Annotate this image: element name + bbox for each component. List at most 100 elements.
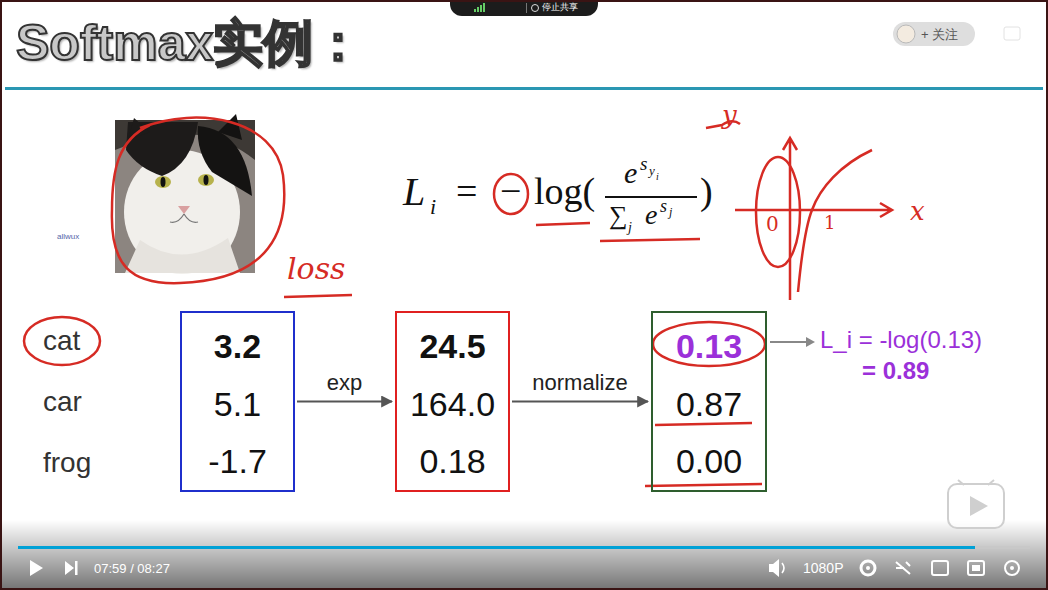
score-box: 3.25.1-1.7 xyxy=(180,311,295,492)
player-controls xyxy=(769,559,779,577)
share-bar xyxy=(450,0,598,16)
slide-title: Softmax实例： xyxy=(16,18,363,68)
player-controls xyxy=(861,561,875,575)
title-rule xyxy=(5,87,1043,90)
formula-subscript: i xyxy=(656,172,659,182)
share-bar xyxy=(483,3,485,12)
follow-button xyxy=(1004,27,1020,40)
follow-button xyxy=(893,22,1020,46)
exp-box: 24.5164.00.18 xyxy=(395,311,510,492)
player-controls xyxy=(968,561,984,575)
tv-logo xyxy=(970,496,988,516)
hand-annotation xyxy=(284,295,352,297)
loss-result: L_i = -log(0.13) xyxy=(820,328,982,352)
cat-photo xyxy=(115,120,255,273)
share-bar xyxy=(532,5,539,12)
cat-photo xyxy=(125,238,240,273)
player-controls xyxy=(896,562,910,574)
share-bar xyxy=(450,0,598,16)
axis-tick: 1 xyxy=(824,214,835,232)
formula-subscript: j xyxy=(628,221,632,235)
fraction-bar xyxy=(605,196,697,198)
hand-annotation xyxy=(756,157,800,267)
hand-annotation xyxy=(645,484,762,486)
axis-label: x xyxy=(910,198,925,224)
title-rule xyxy=(5,87,1043,90)
axis-label: y xyxy=(722,102,737,128)
hand-annotation xyxy=(536,223,590,225)
formula-subscript: i xyxy=(430,196,436,218)
formula-symbol: e xyxy=(645,201,657,229)
formula-superscript: s xyxy=(660,197,667,215)
share-bar xyxy=(474,9,476,12)
share-button-text: 停止共享 xyxy=(542,3,578,12)
hand-annotation xyxy=(24,118,892,486)
handwritten-note: loss xyxy=(287,254,345,284)
flow-arrow xyxy=(512,401,648,403)
tv-logo xyxy=(948,484,1004,528)
cat-photo xyxy=(161,177,166,187)
hand-annotation xyxy=(653,322,765,366)
formula-subscript: y xyxy=(649,164,655,177)
score-value: 0.87 xyxy=(676,384,742,425)
formula-symbol: e xyxy=(624,158,637,188)
player-controls xyxy=(0,520,1048,590)
score-value: 0.18 xyxy=(419,441,485,482)
score-value: 164.0 xyxy=(410,384,495,425)
player-controls xyxy=(18,546,975,549)
player-controls xyxy=(65,561,74,575)
score-value: 5.1 xyxy=(214,384,261,425)
formula-symbol: = xyxy=(456,172,477,210)
follow-button xyxy=(893,22,975,46)
probability-box: 0.13 0.87 0.00 xyxy=(651,311,767,492)
quality-button: 1080P xyxy=(803,561,843,575)
player-controls xyxy=(782,563,784,573)
fraction-bar xyxy=(605,197,697,198)
player-controls xyxy=(0,520,1048,590)
share-bar xyxy=(526,3,527,13)
class-name: frog xyxy=(43,449,91,477)
tv-logo xyxy=(948,480,1004,528)
cat-photo xyxy=(198,126,252,196)
follow-button xyxy=(897,25,915,43)
hand-annotation xyxy=(112,118,284,284)
hand-annotation xyxy=(783,138,797,300)
player-controls xyxy=(30,560,43,576)
formula-symbol: ∑ xyxy=(609,203,628,229)
player-controls xyxy=(1010,566,1014,570)
player-controls xyxy=(972,565,980,571)
player-controls xyxy=(932,561,948,575)
share-bar xyxy=(480,5,482,12)
cat-photo xyxy=(155,176,171,188)
cat-photo xyxy=(218,114,242,140)
formula-superscript: s xyxy=(640,154,647,173)
flow-arrow xyxy=(297,401,392,403)
result-pointer xyxy=(806,337,815,347)
time-display: 07:59 / 08:27 xyxy=(94,562,170,575)
hand-annotation xyxy=(655,423,752,425)
score-value: 0.00 xyxy=(676,441,742,482)
score-value: -1.7 xyxy=(208,441,267,482)
hand-annotation xyxy=(798,150,872,292)
class-name: cat xyxy=(43,327,80,355)
cat-photo xyxy=(198,174,214,186)
hand-annotation xyxy=(600,239,700,241)
watermark: allwux xyxy=(57,233,79,241)
formula-function: log( xyxy=(534,172,595,210)
edge-label: exp xyxy=(327,372,362,394)
score-value: 0.13 xyxy=(676,326,742,367)
player-controls xyxy=(75,561,78,575)
player-controls xyxy=(18,546,1030,549)
class-name: car xyxy=(43,388,82,416)
formula-symbol: ) xyxy=(700,172,713,210)
result-pointer xyxy=(770,341,808,343)
player-controls xyxy=(866,566,870,570)
cat-photo xyxy=(170,214,198,222)
axis-tick: 0 xyxy=(766,214,779,234)
